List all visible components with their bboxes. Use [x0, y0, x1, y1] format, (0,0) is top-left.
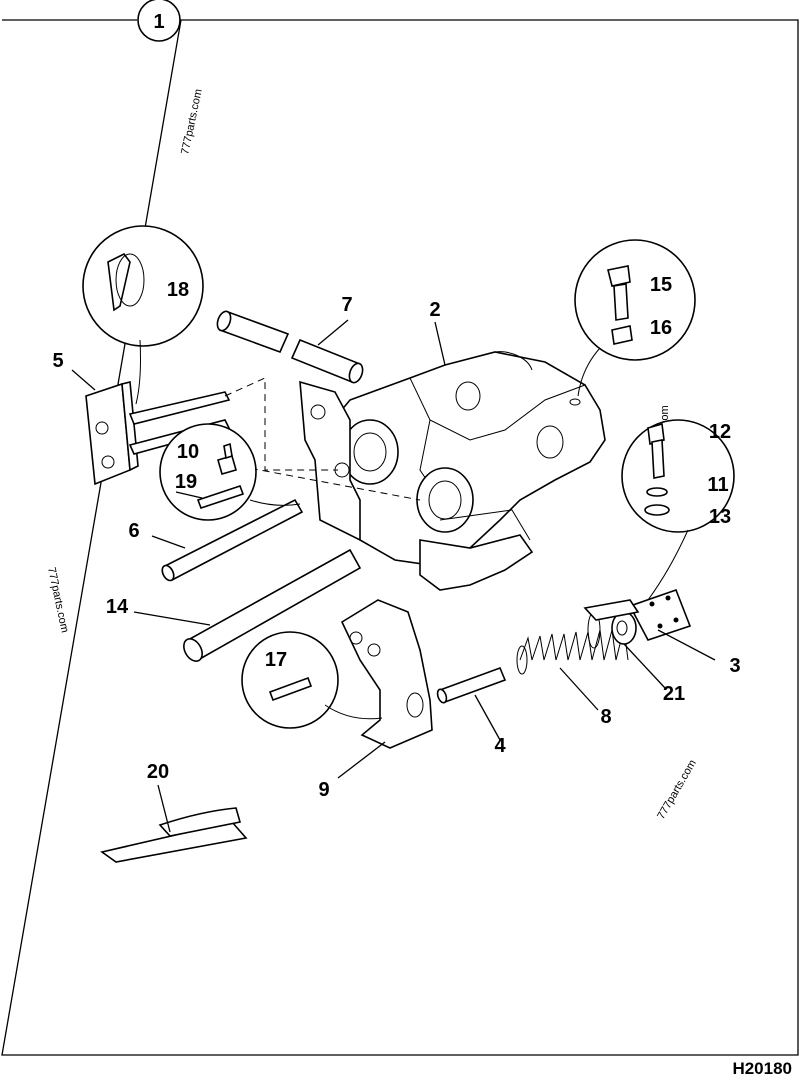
callout-5: 5 — [52, 350, 63, 372]
long-pin-part — [183, 548, 362, 662]
leader-lines — [71, 319, 716, 833]
side-plate-part — [299, 380, 361, 542]
pin-part — [216, 310, 364, 384]
callout-9: 9 — [318, 779, 329, 801]
callout-7: 7 — [341, 294, 352, 316]
callout-3: 3 — [729, 655, 740, 677]
latch-part — [340, 599, 433, 749]
watermark: 777parts.com — [45, 566, 71, 634]
sheet-number: 1 — [153, 11, 164, 33]
callout-17: 17 — [265, 649, 287, 671]
bracket-plate-part — [583, 588, 692, 641]
detail-circle-11-12-13 — [621, 419, 735, 601]
watermark: 777parts.com — [179, 88, 205, 156]
callout-10: 10 — [177, 441, 199, 463]
callout-labels: 2 3 4 5 6 7 8 9 10 11 12 13 14 15 16 17 … — [52, 274, 740, 801]
callout-19: 19 — [175, 471, 197, 493]
long-pin-part — [161, 498, 304, 582]
drawing-reference: H20180 — [732, 1059, 792, 1078]
callout-18: 18 — [167, 279, 189, 301]
callout-13: 13 — [709, 506, 731, 528]
decal-sheet-part — [100, 807, 248, 863]
sheet-number-circle — [137, 0, 181, 42]
small-pin-part — [436, 666, 507, 704]
assembly-line — [224, 377, 338, 471]
callout-4: 4 — [494, 735, 506, 757]
callout-6: 6 — [128, 520, 139, 542]
callout-11: 11 — [707, 474, 728, 496]
watermark: 777parts.com — [655, 758, 699, 822]
callout-20: 20 — [147, 761, 169, 783]
detail-circle-10-19 — [159, 423, 301, 521]
spring-part — [516, 611, 629, 675]
detail-circle-17 — [241, 631, 383, 729]
callout-14: 14 — [106, 596, 129, 618]
bracket-part — [85, 380, 231, 486]
callout-21: 21 — [663, 683, 685, 705]
callout-12: 12 — [709, 421, 731, 443]
detail-circle-18 — [82, 225, 204, 405]
coupler-body-part — [317, 351, 606, 591]
detail-circle-15-16 — [574, 239, 696, 397]
callout-2: 2 — [429, 299, 440, 321]
frame — [1, 19, 799, 1056]
callout-16: 16 — [650, 317, 672, 339]
callout-8: 8 — [600, 706, 611, 728]
callout-15: 15 — [650, 274, 672, 296]
